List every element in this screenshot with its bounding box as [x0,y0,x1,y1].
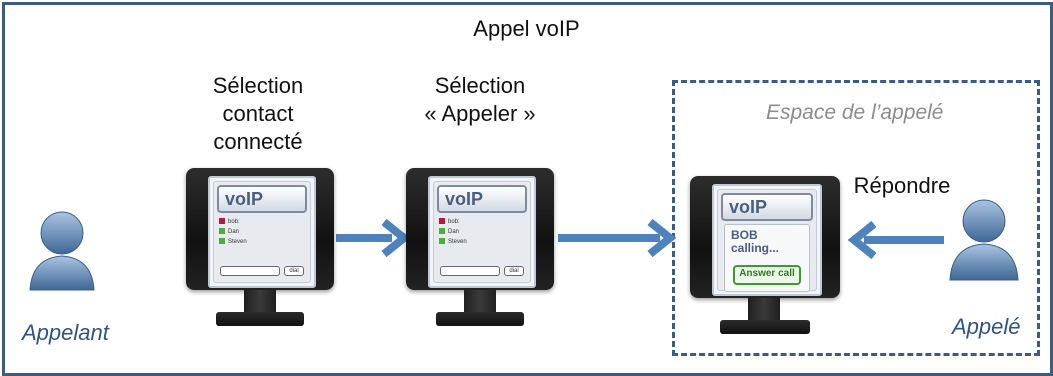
offline-status-icon [439,218,445,225]
step1-label-line2: contact [222,101,294,126]
step2-label-line2: « Appeler » [424,101,536,126]
step1-label: Sélection contact connecté [188,72,328,156]
dial-button[interactable]: dial [504,266,524,276]
callee-area-title: Espace de l’appelé [766,101,944,124]
step1-label-line3: connecté [213,129,303,154]
arrow-right-icon [336,218,411,258]
arrow-left-icon [847,220,944,260]
app-screen: voIP bob: Dan Steven dial [208,176,316,288]
person-icon [29,211,95,291]
contact-item[interactable]: bob: [439,218,460,226]
dial-button[interactable]: dial [284,266,304,276]
calling-status: calling... [731,241,780,255]
step2-label: Sélection « Appeler » [400,72,560,128]
monitor-icon: voIP bob: Dan Steven dial [406,168,554,336]
app-title: voIP [217,185,307,213]
incoming-call-panel: BOB calling... Answer call [724,224,810,292]
online-status-icon [439,228,445,235]
app-title: voIP [437,185,527,213]
dial-input[interactable] [440,266,500,276]
online-status-icon [219,228,225,235]
online-status-icon [439,238,445,245]
step1-label-line1: Sélection [212,73,304,98]
caller-label: Appelant [22,320,109,345]
callee-label: Appelé [952,314,1021,339]
contact-item[interactable]: Dan [439,228,459,236]
contact-item[interactable]: bob: [219,218,240,226]
step2-label-line1: Sélection [434,73,526,98]
diagram-title: Appel voIP [473,16,580,41]
incoming-call-text: BOB calling... [731,229,779,255]
monitor-icon: voIP bob: Dan Steven dial [186,168,334,336]
answer-call-button[interactable]: Answer call [733,265,801,285]
offline-status-icon [219,218,225,225]
online-status-icon [219,238,225,245]
step3-label: Répondre [853,173,951,198]
contact-item[interactable]: Steven [219,238,247,246]
app-title: voIP [721,193,813,221]
app-screen: voIP bob: Dan Steven dial [428,176,536,288]
contact-item[interactable]: Steven [439,238,467,246]
app-screen: voIP BOB calling... Answer call [712,184,822,296]
arrow-right-icon [558,218,677,258]
caller-name: BOB [731,228,758,242]
person-icon [949,199,1019,281]
monitor-icon: voIP BOB calling... Answer call [690,176,840,344]
callee-area [672,80,1040,356]
contact-item[interactable]: Dan [219,228,239,236]
dial-input[interactable] [220,266,280,276]
